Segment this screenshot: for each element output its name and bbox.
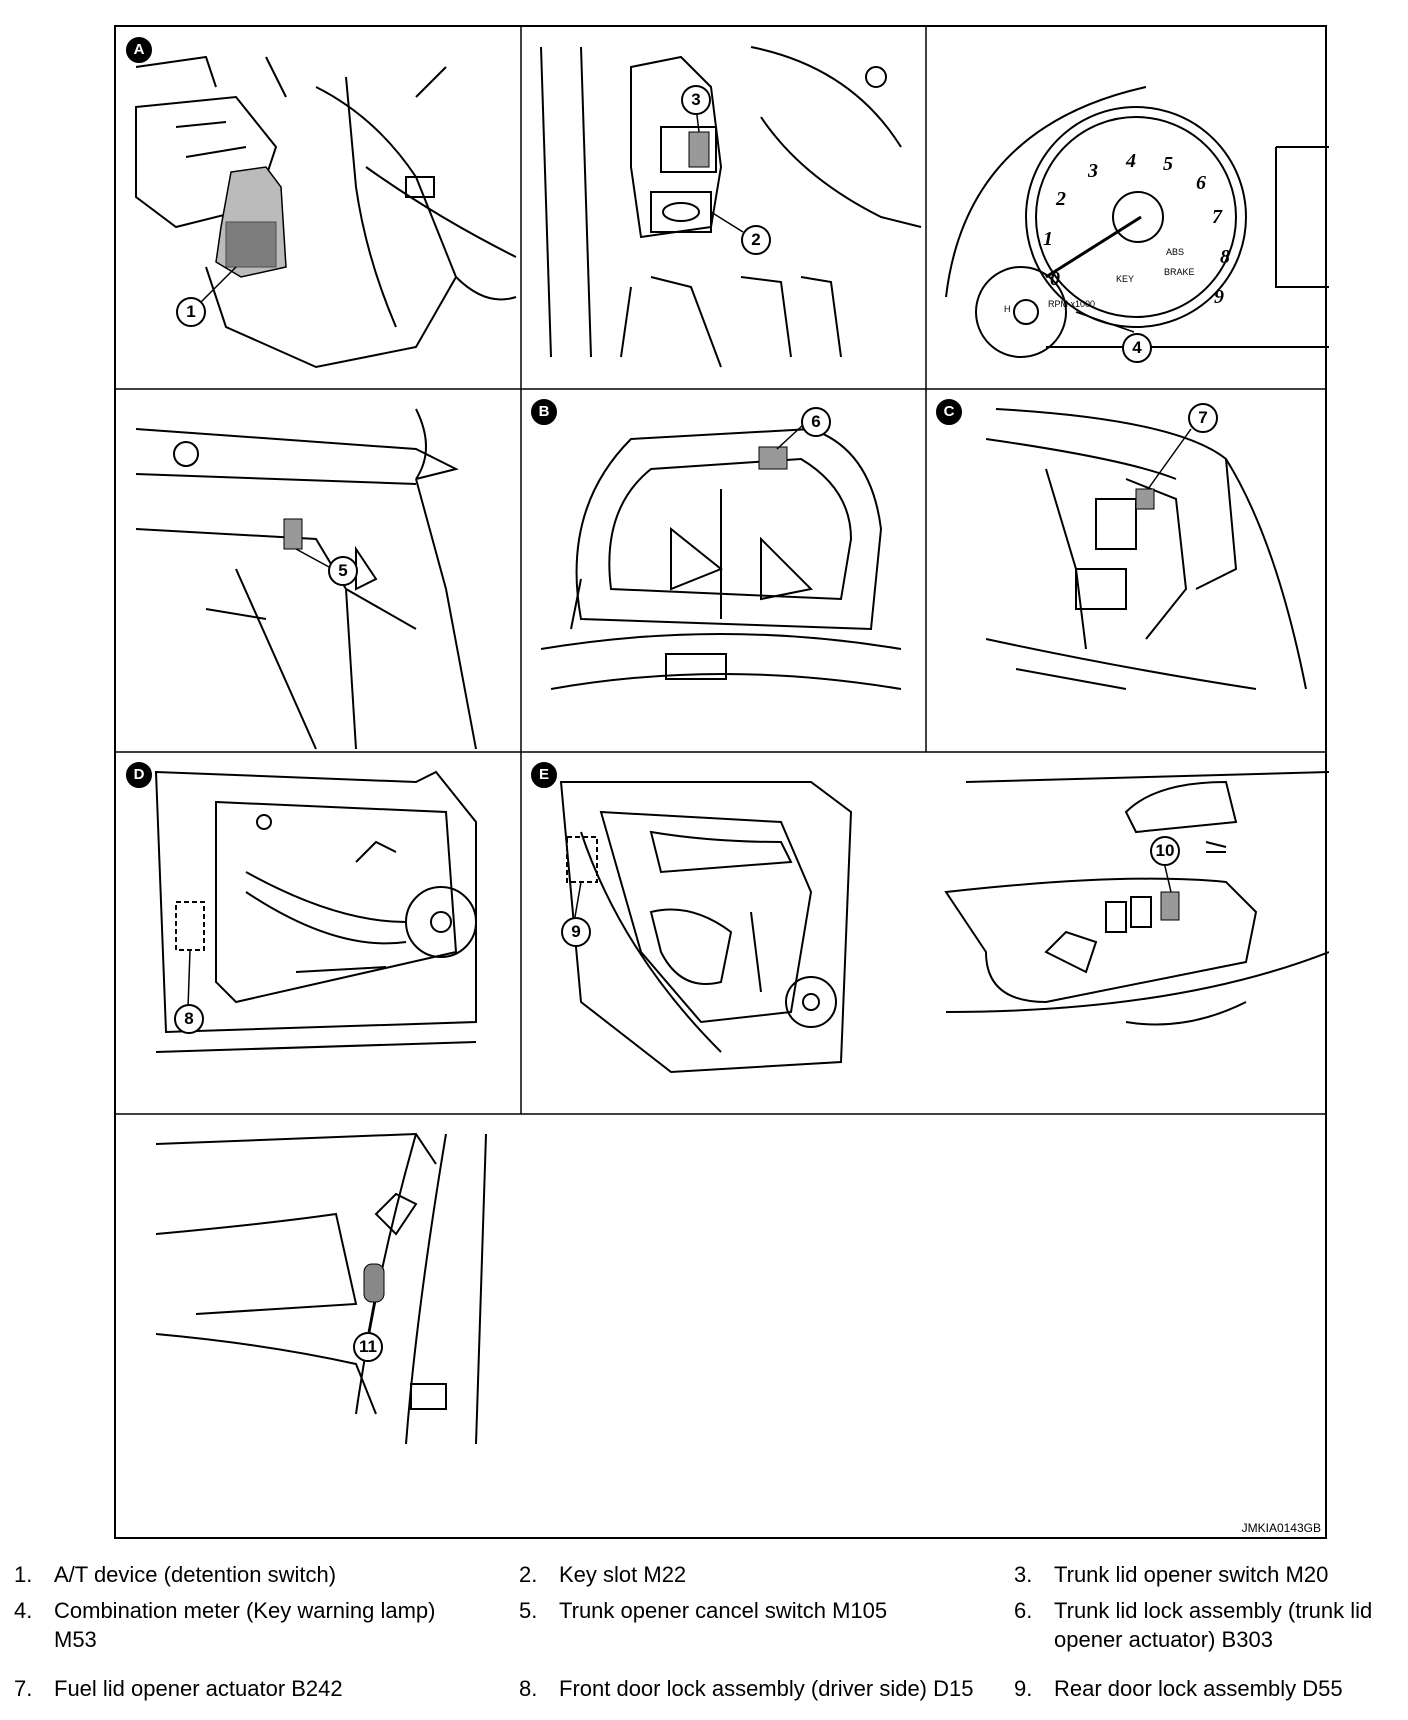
legend-item: 8. Front door lock assembly (driver side… <box>505 1674 1009 1703</box>
legend-item: 1. A/T device (detention switch) <box>0 1560 484 1589</box>
dashboard-lower-illustration <box>540 46 922 368</box>
at-device-illustration <box>135 55 517 369</box>
rear-door-illustration <box>559 781 853 1074</box>
legend-text: Combination meter (Key warning lamp) M53 <box>54 1598 436 1652</box>
callout-10: 10 <box>1150 836 1180 866</box>
callout-6: 6 <box>801 407 831 437</box>
legend-number: 5. <box>519 1598 538 1623</box>
panel-at-device: A 1 <box>116 27 521 389</box>
b-pillar-illustration <box>155 1132 487 1445</box>
gauge-number-4: 4 <box>1125 150 1136 172</box>
callout-9: 9 <box>561 917 591 947</box>
legend-text: Front door lock assembly (driver side) D… <box>559 1676 974 1701</box>
gauge-number-1: 1 <box>1043 228 1053 250</box>
legend-item: 6. Trunk lid lock assembly (trunk lid op… <box>1000 1596 1404 1654</box>
rpm-label: RPM x1000 <box>1048 299 1095 309</box>
legend-text: Trunk opener cancel switch M105 <box>559 1598 888 1623</box>
legend-number: 2. <box>519 1562 538 1587</box>
gauge-number-3: 3 <box>1087 160 1098 182</box>
callout-8: 8 <box>174 1004 204 1034</box>
legend-number: 3. <box>1014 1562 1033 1587</box>
panel-rear-door: E 9 <box>521 752 926 1114</box>
fuel-lid-illustration <box>985 408 1307 690</box>
panel-letter: D <box>126 762 152 788</box>
legend-number: 9. <box>1014 1676 1033 1701</box>
gauge-number-8: 8 <box>1220 246 1230 268</box>
gauge-number-9: 9 <box>1214 286 1224 308</box>
front-door-illustration <box>154 770 477 1053</box>
door-armrest-illustration <box>944 771 1329 1026</box>
gauge-number-6: 6 <box>1196 172 1206 194</box>
legend-item: 9. Rear door lock assembly D55 <box>1000 1674 1404 1703</box>
legend-number: 8. <box>519 1676 538 1701</box>
legend-item: 2. Key slot M22 <box>505 1560 989 1589</box>
legend-text: Rear door lock assembly D55 <box>1054 1676 1343 1701</box>
abs-label: ABS <box>1166 247 1184 257</box>
legend-item: 4. Combination meter (Key warning lamp) … <box>0 1596 484 1654</box>
legend-item: 3. Trunk lid opener switch M20 <box>1000 1560 1404 1589</box>
legend-text: A/T device (detention switch) <box>54 1562 337 1587</box>
key-warning-label: KEY <box>1116 274 1134 284</box>
legend-number: 6. <box>1014 1598 1033 1623</box>
panel-trunk-cancel-switch: 5 <box>116 389 521 752</box>
panel-letter: A <box>126 37 152 63</box>
gauge-number-0: 0 <box>1050 268 1060 290</box>
legend-text: Key slot M22 <box>559 1562 687 1587</box>
callout-7: 7 <box>1188 403 1218 433</box>
legend-number: 1. <box>14 1562 33 1587</box>
panel-letter: C <box>936 399 962 425</box>
gauge-number-7: 7 <box>1212 206 1223 228</box>
panel-fuel-lid: C 7 <box>926 389 1329 752</box>
gauge-number-5: 5 <box>1163 153 1173 175</box>
combination-meter-illustration: 0 1 2 3 4 5 6 7 8 9 RPM x1000 ABS BRAKE … <box>945 86 1329 358</box>
legend-number: 7. <box>14 1676 33 1701</box>
component-legend: 1. A/T device (detention switch) 2. Key … <box>0 1560 1408 1720</box>
component-location-figure: A 1 3 2 <box>114 25 1329 1539</box>
callout-11: 11 <box>353 1332 383 1362</box>
callout-2: 2 <box>741 225 771 255</box>
panel-letter: E <box>531 762 557 788</box>
panel-front-door: D 8 <box>116 752 521 1114</box>
panel-combination-meter: 0 1 2 3 4 5 6 7 8 9 RPM x1000 ABS BRAKE … <box>926 27 1329 389</box>
panel-key-slot: 3 2 <box>521 27 926 389</box>
panel-b-pillar: 11 <box>116 1114 521 1476</box>
legend-text: Trunk lid opener switch M20 <box>1054 1562 1329 1587</box>
glovebox-illustration <box>135 408 477 750</box>
callout-5: 5 <box>328 556 358 586</box>
panel-letter: B <box>531 399 557 425</box>
callout-1: 1 <box>176 297 206 327</box>
legend-text: Fuel lid opener actuator B242 <box>54 1676 343 1701</box>
temp-h-label: H <box>1004 304 1011 314</box>
panel-grid-lines <box>116 27 1325 1115</box>
brake-label: BRAKE <box>1164 267 1195 277</box>
trunk-lid-illustration <box>540 424 902 690</box>
panel-trunk-lid: B 6 <box>521 389 926 752</box>
figure-reference-code: JMKIA0143GB <box>1241 1521 1321 1535</box>
callout-4: 4 <box>1122 333 1152 363</box>
panel-door-armrest: 10 <box>926 752 1329 1114</box>
legend-number: 4. <box>14 1598 33 1623</box>
gauge-number-2: 2 <box>1055 188 1066 210</box>
legend-text: Trunk lid lock assembly (trunk lid opene… <box>1054 1598 1373 1652</box>
callout-3: 3 <box>681 85 711 115</box>
legend-item: 5. Trunk opener cancel switch M105 <box>505 1596 989 1625</box>
legend-item: 7. Fuel lid opener actuator B242 <box>0 1674 484 1703</box>
